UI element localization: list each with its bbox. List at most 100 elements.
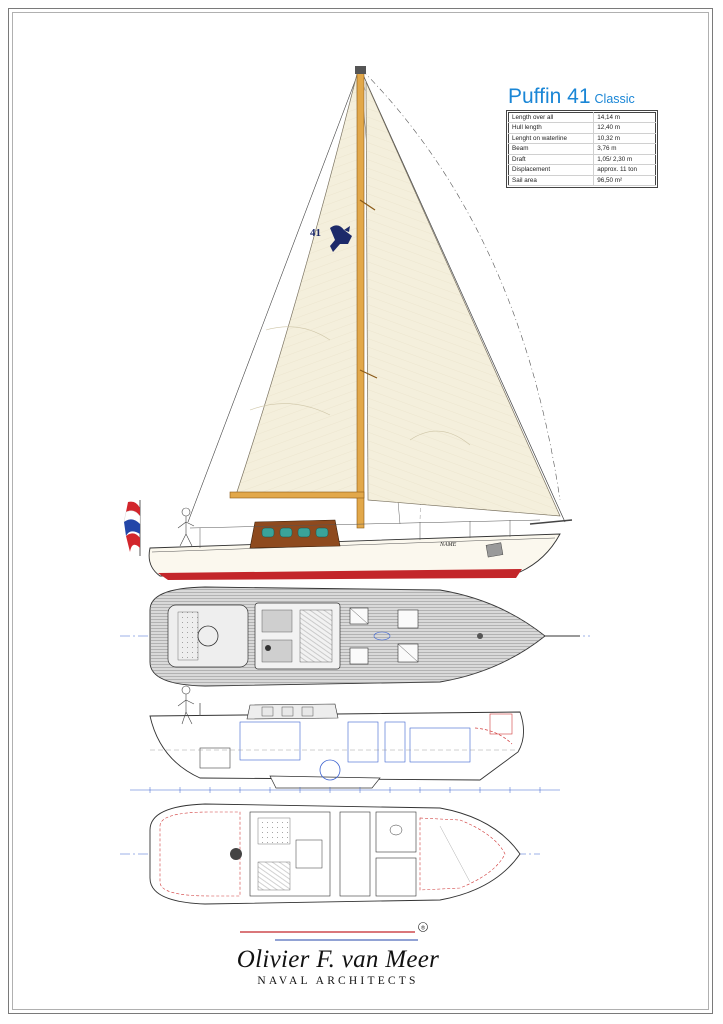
engine-icon [319,759,341,781]
sail-number: 41 [310,227,321,239]
spec-value: 14,14 m [593,112,656,124]
bowsprit [529,519,573,525]
mast-step [373,631,391,641]
mast [356,67,365,529]
deckhouse [249,519,341,549]
dutch-flag-icon [123,500,141,556]
crew-figure-icon [177,507,195,547]
aft-locker [199,747,231,769]
spec-value: 3,76 m [593,143,656,155]
model-name: Puffin 41 [508,85,591,108]
deck-hatch [261,639,293,663]
spec-label: Hull length [508,122,595,134]
spec-value: 12,40 m [593,122,656,134]
spreader [359,199,376,211]
sail-plan: 41 NAME [123,66,573,580]
interior-berth [409,727,471,763]
inboard-profile [130,685,560,793]
porthole [281,706,294,717]
saloon [249,811,331,897]
inner-frame [12,12,709,1010]
spec-label: Length over all [508,112,595,124]
forepeak-line [474,727,513,745]
hatch-cross [349,607,369,625]
outer-frame [8,8,713,1014]
registered-mark-circle [418,922,428,932]
spec-label: Beam [508,143,595,155]
forepeak-locker [489,713,513,735]
forestay [359,67,566,523]
cockpit-seat [177,611,199,661]
puffin-emblem-icon [330,225,352,252]
model-variant: Classic [594,92,635,106]
nav-station [339,811,371,897]
guardrail [189,519,541,529]
saloon-table [295,839,323,869]
logo-name: Olivier F. van Meer [236,946,440,973]
interior-cabinet [347,721,379,763]
keel [269,775,381,789]
porthole [261,706,274,717]
hull-plan-outline [149,803,521,905]
galley-counter [257,861,291,891]
backstay [187,67,361,523]
hull-section [149,711,524,781]
mainsail-seams [236,74,361,498]
sail-batten [409,430,471,446]
deck-hatch [261,609,293,633]
antifouling-stripe [158,569,522,580]
crew-figure-icon [177,685,195,725]
sail-batten [265,326,331,341]
windlass-icon [477,633,483,639]
forepeak-berth [419,817,506,891]
interior-galley [239,721,301,761]
spec-value: 1,05/ 2,30 m [593,154,656,166]
engine-box-icon [230,848,242,860]
hatch-cross [397,643,419,663]
porthole [279,527,293,538]
foredeck-hatch [397,609,419,629]
spec-label: Draft [508,154,595,166]
spec-value: 96,50 m² [593,175,656,187]
architect-logo: Olivier F. van Meer NAVAL ARCHITECTS [200,946,476,987]
spec-label: Displacement [508,164,595,176]
deck-plan [120,586,590,687]
spec-label: Lenght on waterline [508,133,595,145]
jib-seams [366,82,560,516]
berth-hatch [439,825,471,883]
aft-cabin-berth [159,811,241,897]
spec-value: 10,32 m [593,133,656,145]
sheerline [151,537,556,553]
hull-badge [485,542,504,558]
spec-value: approx. 11 ton [593,164,656,176]
spec-label: Sail area [508,175,595,187]
station-ticks [149,787,541,793]
logo-rules: ® [240,922,428,941]
hanging-locker [375,857,417,897]
interior-cabinet [384,721,406,763]
porthole [301,706,314,717]
deck-teak [150,587,545,686]
porthole [261,527,275,538]
genoa-luff-curve [361,69,561,501]
porthole [315,527,329,538]
sail-batten [249,403,331,416]
hull-name: NAME [439,542,457,548]
toilet-icon [389,824,403,836]
boom [229,491,365,499]
logo-subtitle: NAVAL ARCHITECTS [257,975,419,987]
deck-panel [299,609,333,663]
saloon-settee [257,817,291,845]
masthead [355,66,366,74]
